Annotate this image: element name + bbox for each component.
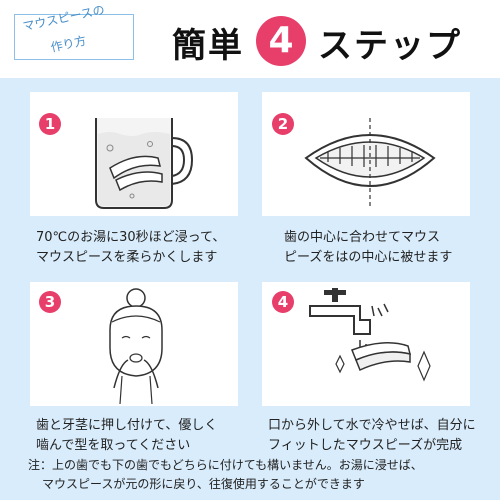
badge: マウスピースの 作り方 [14,3,134,60]
step-number-1: 1 [39,113,61,135]
title-right: ステップ [318,26,462,66]
step-caption-2-line1: 歯の中心に合わせてマウス [284,230,441,245]
title-number: 4 [256,16,306,66]
step-caption-4: 口から外して水で冷やせば、自分に フィットしたマウスピーズが完成 [268,416,476,456]
step-caption-2: 歯の中心に合わせてマウス ピーズをはの中心に被せます [284,228,452,268]
title-left: 簡単 [172,26,244,66]
step-caption-2-line2: ピーズをはの中心に被せます [284,250,453,265]
mug-icon [95,118,194,209]
teeth-icon [304,118,436,208]
step-caption-1-line2: マウスピースを柔らかくします [36,250,218,265]
step-caption-4-line2: フィットしたマウスピーズが完成 [268,438,463,453]
step-number-3: 3 [39,291,61,313]
badge-line2: 作り方 [49,33,88,55]
step-number-2: 2 [272,113,294,135]
note: 注：上の歯でも下の歯でもどちらに付けても構いません。お湯に浸せば、 マウスピース… [28,456,423,494]
note-line2: マウスピースが元の形に戻り、往復使用することができます [42,477,365,491]
step-caption-3-line1: 歯と牙茎に押し付けて、優しく [36,418,218,433]
badge-line1: マウスピースの [21,2,106,34]
step-caption-1-line1: 70℃のお湯に30秒ほど浸って、 [36,230,226,245]
faucet-icon [309,288,431,382]
note-line1: 注：上の歯でも下の歯でもどちらに付けても構いません。お湯に浸せば、 [28,458,423,472]
woman-face-icon [109,288,163,404]
step-caption-3-line2: 嚙んで型を取ってください [36,438,191,453]
step-number-4: 4 [272,291,294,313]
step-caption-4-line1: 口から外して水で冷やせば、自分に [268,418,476,433]
header: マウスピースの 作り方 簡単 4 ステップ [0,0,500,78]
step-caption-1: 70℃のお湯に30秒ほど浸って、 マウスピースを柔らかくします [36,228,225,268]
step-caption-3: 歯と牙茎に押し付けて、優しく 嚙んで型を取ってください [36,416,217,456]
